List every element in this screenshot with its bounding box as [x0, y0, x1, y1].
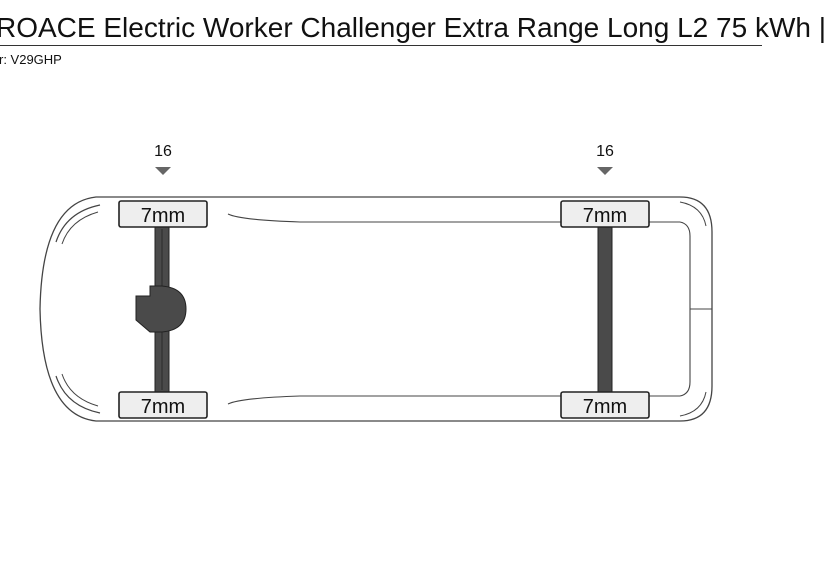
front-differential: [135, 285, 187, 333]
rear-axle-label: 16: [596, 143, 614, 160]
tyre-rear-right-tread: 7mm: [583, 396, 627, 418]
windscreen-bottom: [55, 375, 101, 414]
side-line-top: [227, 213, 680, 223]
side-line-bottom: [227, 395, 680, 405]
rear-axle-shaft: [597, 226, 613, 393]
vehicle-title: ROACE Electric Worker Challenger Extra R…: [0, 12, 826, 43]
tyre-rear-left: 7mm: [560, 200, 650, 228]
rear-corner-bottom: [679, 391, 707, 417]
van-top-view-diagram: 16 16 7mm 7mm 7mm 7mm: [39, 143, 713, 422]
header-divider: [0, 45, 762, 46]
windscreen-bottom-inner: [61, 373, 99, 407]
rear-corner-top: [679, 201, 707, 227]
header: ROACE Electric Worker Challenger Extra R…: [0, 0, 826, 70]
tyre-front-left: 7mm: [118, 200, 208, 228]
van-body-outline: [39, 196, 713, 422]
tyre-front-right-tread: 7mm: [141, 396, 185, 418]
rear-axle: [597, 226, 613, 393]
tyre-front-left-tread: 7mm: [141, 205, 185, 227]
tyre-rear-left-tread: 7mm: [583, 205, 627, 227]
rear-axle-marker-arrow: [597, 167, 613, 175]
windscreen-top-inner: [61, 211, 99, 245]
tyre-front-right: 7mm: [118, 391, 208, 419]
front-axle-label: 16: [154, 143, 172, 160]
tyre-rear-right: 7mm: [560, 391, 650, 419]
front-axle-marker-arrow: [155, 167, 171, 175]
registration-text: r: V29GHP: [0, 52, 62, 67]
windscreen-top: [55, 204, 101, 243]
